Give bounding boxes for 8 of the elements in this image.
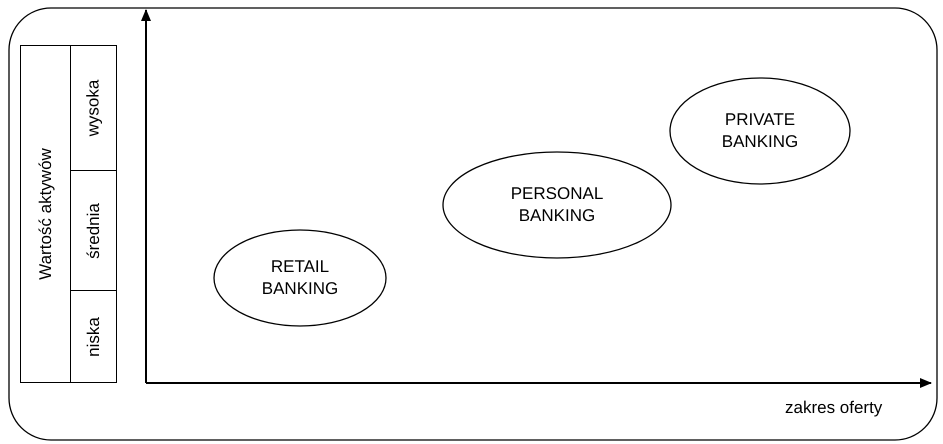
axis-title: Wartość aktywów (36, 148, 56, 280)
level-label: średnia (84, 202, 104, 258)
axis-title: zakres oferty (785, 398, 882, 418)
level-label: wysoka (84, 80, 104, 136)
segment-label: RETAIL BANKING (260, 256, 340, 300)
segment-label: PRIVATE BANKING (720, 109, 800, 153)
level-label: niska (84, 316, 104, 356)
segment-label: PERSONAL BANKING (510, 183, 604, 227)
